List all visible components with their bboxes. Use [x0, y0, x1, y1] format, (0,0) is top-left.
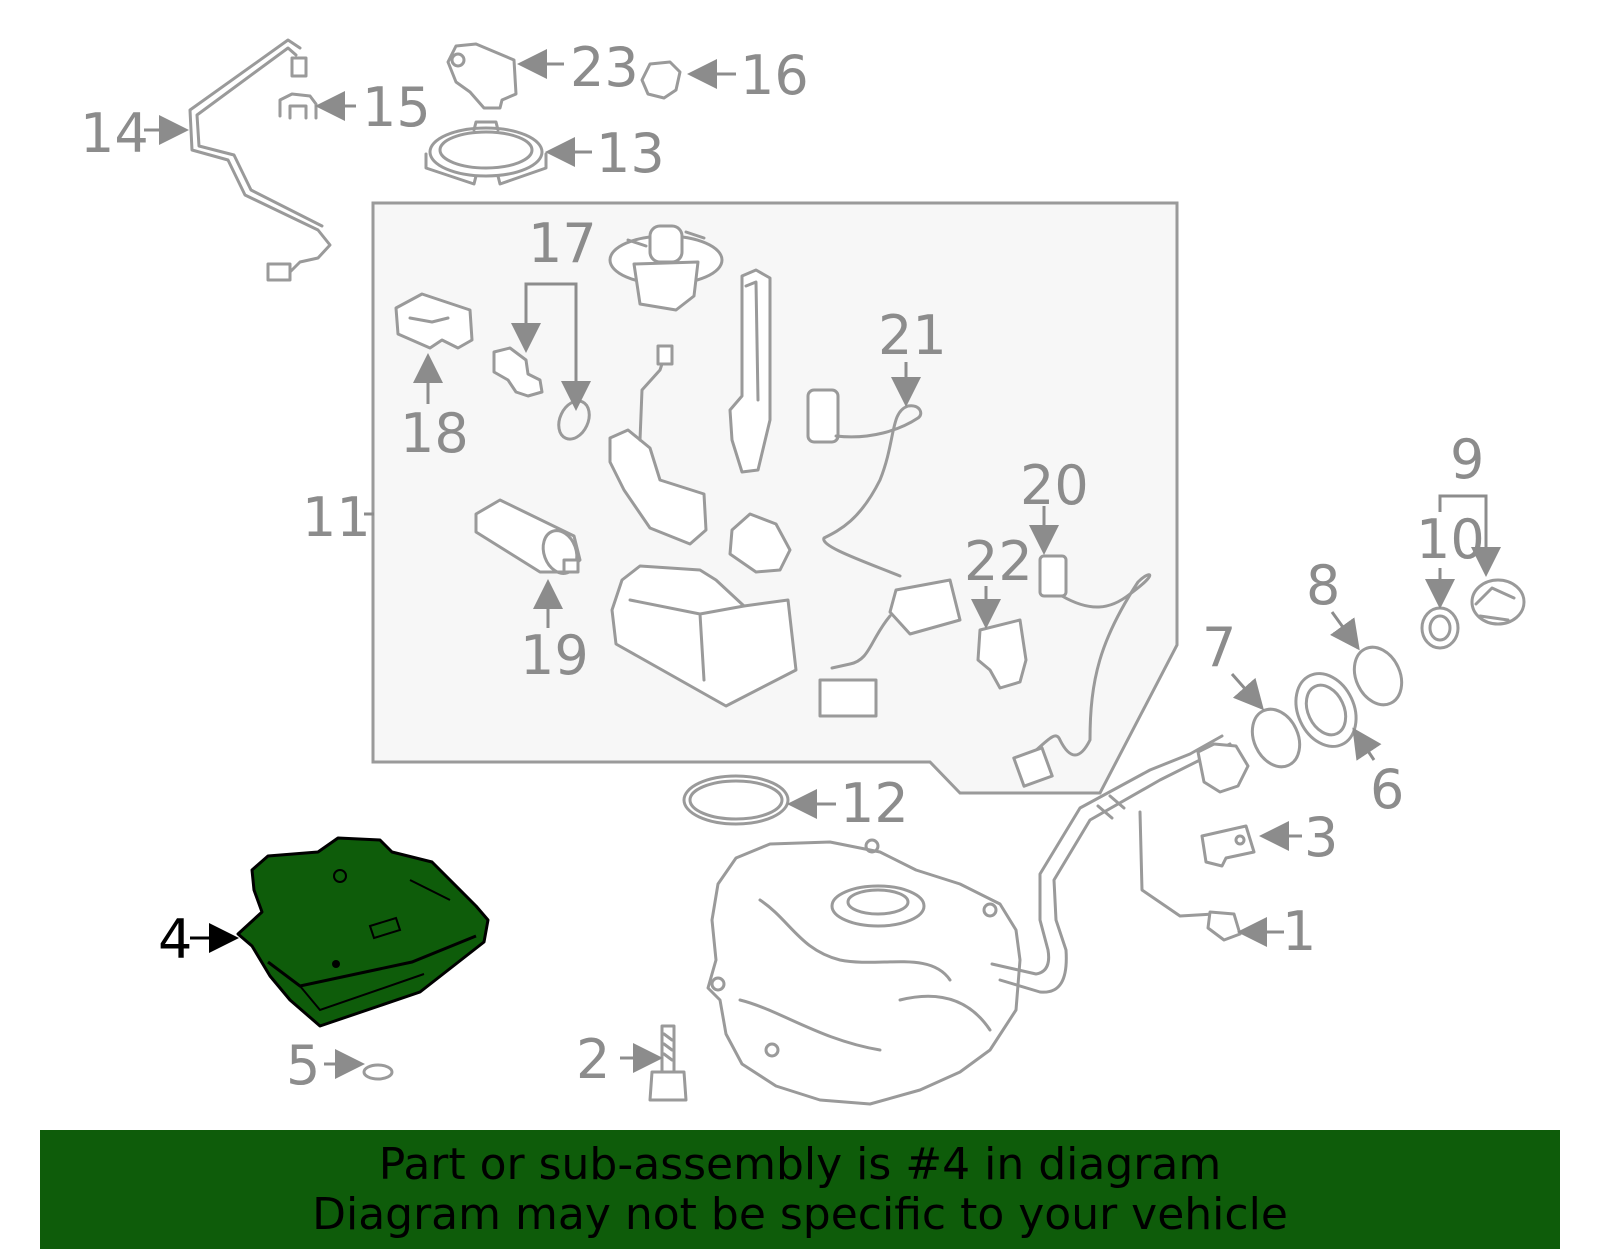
snap-ring-8-part: [1352, 645, 1404, 707]
harness-20-part: [1012, 554, 1152, 788]
filler-pipe-part: [990, 734, 1250, 994]
gasket-10-part: [1420, 606, 1460, 650]
callout-12: 12: [840, 772, 909, 835]
pump-reservoir-part: [610, 564, 798, 708]
callout-3: 3: [1304, 806, 1338, 869]
fuel-cap-part: [1470, 578, 1526, 626]
callout-labels: 1 2 3 4 5 6 7 8 9 10 11 12 13 14 15 16 1…: [80, 36, 1485, 1097]
lock-ring-part: [424, 120, 548, 186]
callout-20: 20: [1020, 454, 1089, 517]
gasket-ring-part: [682, 774, 790, 826]
fuel-level-sender-part: [728, 268, 772, 474]
callout-10: 10: [1416, 508, 1485, 571]
bracket-3-part: [1200, 824, 1256, 868]
callout-5: 5: [286, 1034, 320, 1097]
callout-19: 19: [520, 624, 589, 687]
callout-17: 17: [528, 212, 597, 275]
pressure-regulator-part: [728, 512, 792, 574]
banner-line-disclaimer: Diagram may not be specific to your vehi…: [312, 1189, 1288, 1240]
callout-16: 16: [740, 44, 809, 107]
callout-4: 4: [158, 908, 192, 971]
clip-5-part: [362, 1063, 394, 1081]
callout-2: 2: [576, 1028, 610, 1091]
callout-6: 6: [1370, 758, 1404, 821]
clip-part: [278, 92, 318, 120]
callout-22: 22: [964, 530, 1033, 593]
bolt-part: [648, 1024, 688, 1102]
callout-13: 13: [596, 122, 665, 185]
pump-module-assembly-box: [371, 201, 1179, 795]
highlighted-part-4: [236, 836, 490, 1028]
pump-hose-assembly-part: [608, 344, 708, 546]
callout-21: 21: [878, 304, 947, 367]
callout-1: 1: [1282, 900, 1316, 963]
callout-9: 9: [1450, 428, 1484, 491]
leader-lines: [144, 49, 1501, 1079]
callout-23: 23: [570, 36, 639, 99]
bracket-part: [394, 292, 474, 350]
callout-18: 18: [400, 402, 469, 465]
gasket-22-part: [976, 618, 1028, 690]
harness-21-part: [806, 388, 962, 718]
callout-7: 7: [1202, 616, 1236, 679]
notice-banner: Part or sub-assembly is #4 in diagram Di…: [40, 1130, 1560, 1249]
snap-ring-7-part: [1250, 707, 1302, 769]
banner-line-part: Part or sub-assembly is #4 in diagram: [378, 1139, 1222, 1190]
callout-15: 15: [362, 76, 431, 139]
vent-tube-part: [188, 38, 332, 282]
callout-11: 11: [302, 486, 371, 549]
pressure-sensor-part: [446, 42, 518, 110]
pump-flange-part: [608, 224, 724, 312]
callout-8: 8: [1306, 554, 1340, 617]
fuel-tank-part: [706, 838, 1022, 1106]
seal-6-part: [1294, 672, 1358, 748]
pump-motor-part: [474, 498, 582, 575]
connector-part: [640, 60, 682, 100]
callout-14: 14: [80, 102, 149, 165]
